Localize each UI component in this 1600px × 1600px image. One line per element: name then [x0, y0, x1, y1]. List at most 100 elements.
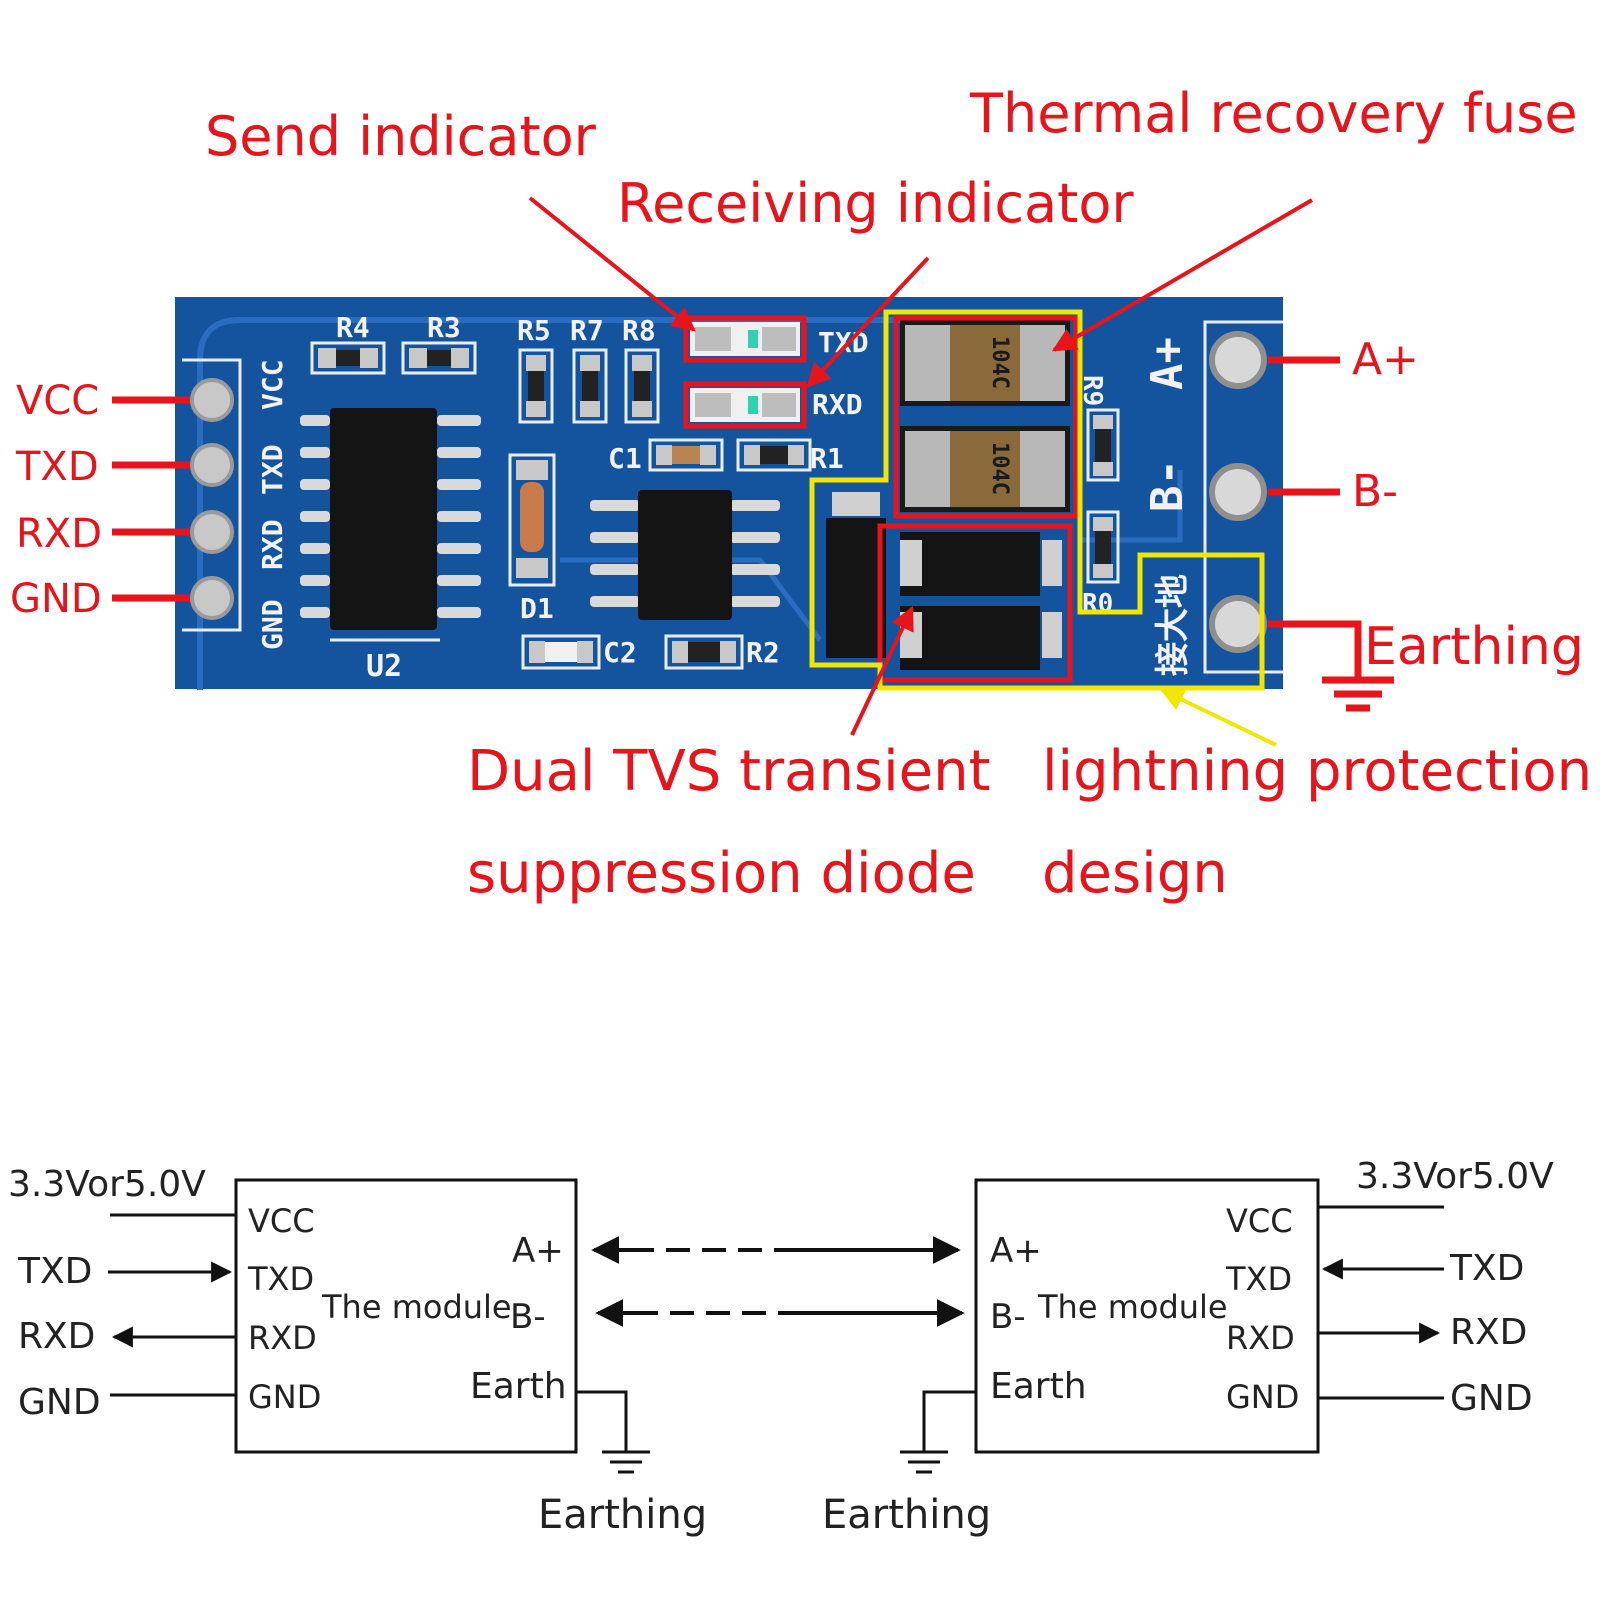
left-module-name: The module: [321, 1288, 512, 1326]
right-module-name: The module: [1037, 1288, 1228, 1326]
resistor-r0: [1086, 510, 1120, 584]
silk-d1: D1: [520, 592, 554, 625]
left-txd-label: TXD: [17, 1251, 92, 1292]
resistor-r7: [572, 348, 608, 424]
pcb-trace: [560, 557, 822, 642]
annotation-receiving-indicator: Receiving indicator: [617, 172, 1134, 235]
receive-led-highlight: [683, 381, 807, 429]
right-pin-vcc: VCC: [1226, 1202, 1293, 1240]
capacitor-c2: [521, 634, 601, 670]
resistor-r4: [310, 341, 386, 375]
pin-pad: [190, 576, 234, 620]
pin-label-rxd: RXD: [16, 511, 102, 557]
terminal-pad-b: [1209, 463, 1267, 521]
led-txd: [690, 322, 800, 356]
left-module-box: [234, 1178, 578, 1454]
right-txd-label: TXD: [1449, 1248, 1524, 1289]
pin-label-vcc: VCC: [16, 378, 99, 424]
earth-callout-line: [1268, 620, 1362, 680]
left-pin-vcc: VCC: [248, 1202, 315, 1240]
wiring-diagram: 3.3Vor5.0V TXD RXD GND VCC TXD RXD GND T…: [8, 1156, 1554, 1538]
annotation-tvs-line2: suppression diode: [467, 841, 976, 906]
header-silk-frame: [182, 358, 242, 632]
pin-pad: [190, 443, 234, 487]
arrow-thermal-fuse: [1051, 198, 1314, 352]
ic-transceiver: [590, 490, 780, 620]
arrow-receiving-indicator: [806, 256, 930, 388]
pin-pad: [190, 378, 234, 422]
pin-label-b-minus: B-: [1352, 466, 1398, 517]
pin-label-a-plus: A+: [1352, 334, 1419, 385]
right-pin-rxd: RXD: [1226, 1319, 1295, 1357]
silk-r7: R7: [570, 314, 604, 347]
left-pin-gnd: GND: [248, 1378, 321, 1416]
resistor-r3: [401, 341, 477, 375]
pcb-trace: [1080, 470, 1183, 543]
annotation-thermal-fuse: Thermal recovery fuse: [969, 82, 1578, 145]
silk-vcc: VCC: [256, 359, 289, 410]
pin-label-gnd: GND: [10, 576, 102, 622]
tvs-highlight: [877, 523, 1073, 683]
pin-pad: [190, 510, 234, 554]
right-supply-label: 3.3Vor5.0V: [1356, 1156, 1554, 1197]
silk-u2: U2: [366, 649, 402, 684]
fuse-1: [900, 320, 1070, 406]
right-pin-b-minus: B-: [990, 1297, 1026, 1337]
silk-fuse2: 104C: [987, 442, 1012, 495]
silk-earth-cn: 接大地: [1153, 574, 1193, 676]
left-pin-a-plus: A+: [512, 1231, 564, 1271]
left-pin-earth: Earth: [470, 1366, 567, 1407]
left-ground-icon: [602, 1450, 650, 1474]
resistor-r2: [664, 634, 744, 670]
terminal-silk-frame: [1203, 320, 1283, 674]
silk-r2: R2: [746, 636, 780, 669]
terminal-pad-a: [1209, 331, 1267, 389]
right-earthing-label: Earthing: [822, 1492, 991, 1538]
arrow-lightning: [1159, 688, 1277, 747]
diode-d1: [508, 453, 556, 587]
lightning-protection-outline: [809, 309, 1265, 691]
silk-r5: R5: [517, 314, 551, 347]
ground-icon: [1322, 676, 1394, 712]
right-pin-txd: TXD: [1225, 1260, 1292, 1298]
silk-a-plus: A+: [1142, 337, 1193, 390]
ic-u2-body: [330, 408, 437, 630]
right-rxd-label: RXD: [1450, 1312, 1527, 1353]
right-module-box: [974, 1178, 1320, 1454]
silk-gnd: GND: [256, 599, 289, 650]
pcb-board: VCC TXD RXD GND: [175, 297, 1283, 691]
annotation-send-indicator: Send indicator: [205, 105, 597, 168]
resistor-r5: [518, 348, 554, 424]
silk-rxd-led: RXD: [812, 388, 863, 421]
arrow-send-indicator: [528, 196, 696, 332]
silk-r4: R4: [336, 311, 370, 344]
ic-transceiver-body: [638, 490, 732, 620]
silk-fuse1: 104C: [987, 336, 1012, 389]
right-pin-earth: Earth: [990, 1366, 1087, 1407]
silk-b-minus: B-: [1142, 459, 1193, 512]
fuse-2: [900, 426, 1070, 512]
led-rxd: [690, 388, 800, 422]
resistor-r9: [1086, 408, 1120, 482]
left-pin-txd: TXD: [247, 1260, 314, 1298]
tvs-diodes: [826, 492, 1062, 670]
right-ground-icon: [900, 1450, 948, 1474]
left-gnd-label: GND: [18, 1382, 101, 1423]
right-pin-gnd: GND: [1226, 1378, 1299, 1416]
silk-txd: TXD: [256, 444, 289, 495]
terminal-pads: [1209, 331, 1267, 653]
capacitor-c1: [648, 438, 724, 472]
silk-r8: R8: [622, 314, 656, 347]
left-pin-b-minus: B-: [510, 1297, 546, 1337]
silk-r3: R3: [427, 311, 461, 344]
arrow-tvs-diode: [850, 605, 914, 736]
left-earthing-label: Earthing: [538, 1492, 707, 1538]
resistor-r8: [624, 348, 660, 424]
left-supply-label: 3.3Vor5.0V: [8, 1164, 206, 1205]
left-earth-wire: [576, 1390, 628, 1452]
annotation-lightning-line1: lightning protection: [1042, 739, 1592, 804]
right-pin-callouts: A+ B- Earthing: [1268, 334, 1584, 712]
ic-u2-left-leads: [300, 415, 330, 618]
left-pin-rxd: RXD: [248, 1319, 317, 1357]
